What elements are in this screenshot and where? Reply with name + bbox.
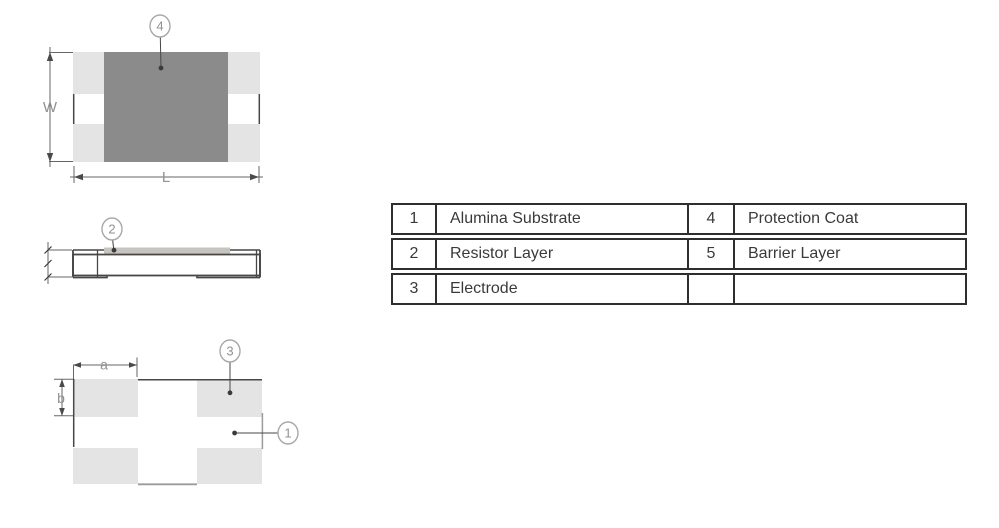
arrowhead-left-icon <box>73 362 81 368</box>
arrowhead-up-icon <box>46 52 54 61</box>
right-bottom-wrap <box>196 275 260 279</box>
legend-label-cell: Barrier Layer <box>748 245 841 262</box>
dimension-w: W <box>43 47 73 167</box>
callout-1-badge <box>277 421 299 445</box>
callout-4-number: 4 <box>156 19 163 34</box>
callout-resistor-layer: 2 <box>101 217 123 253</box>
legend-label-cell <box>735 275 965 303</box>
electrode-pad-bottom-left <box>73 448 138 484</box>
protection-coat-area <box>104 52 228 162</box>
dimension-thickness <box>44 242 72 284</box>
dim-label-b: b <box>57 390 65 406</box>
dimension-l: L <box>70 166 263 186</box>
callout-alumina-substrate: 1 <box>232 421 299 445</box>
electrode-pad-top-left <box>73 379 138 417</box>
bottom-view: a b 3 1 <box>54 339 299 486</box>
callout-4-badge <box>149 14 171 38</box>
callout-1-dot <box>232 430 238 436</box>
legend-label-cell: Resistor Layer <box>437 240 689 268</box>
top-view-pad-bottom-right <box>228 124 260 162</box>
arrowhead-down-icon <box>59 408 65 416</box>
callout-1-number: 1 <box>284 426 291 441</box>
legend-label-cell: Electrode <box>437 275 689 303</box>
electrode-pad-bottom-right <box>197 448 262 484</box>
dimension-b: b <box>54 378 73 417</box>
legend-num-cell: 5 <box>689 240 735 268</box>
legend-row: 1 Alumina Substrate 4 Protection Coat <box>391 203 967 235</box>
callout-2-number: 2 <box>108 222 115 237</box>
legend-row: 3 Electrode <box>391 273 967 305</box>
top-view-pad-bottom-left <box>73 124 105 162</box>
dimension-a: a <box>73 357 138 379</box>
left-bottom-wrap <box>73 275 108 279</box>
legend-label-cell: Alumina Substrate <box>437 205 689 233</box>
dim-tick-icon <box>44 259 52 268</box>
arrowhead-down-icon <box>46 153 54 162</box>
top-view-pad-top-right <box>228 52 260 94</box>
construction-views: W L 4 <box>43 14 299 486</box>
legend-num-cell: 4 <box>689 205 735 233</box>
callout-4-dot <box>158 65 164 71</box>
callout-protection-coat: 4 <box>149 14 171 71</box>
arrowhead-right-icon <box>250 173 259 181</box>
side-view: 2 <box>44 217 261 284</box>
callout-2-badge <box>101 217 123 241</box>
top-view-pad-top-left <box>73 52 105 94</box>
legend-num-cell: 1 <box>393 205 437 233</box>
dim-tick-icon <box>44 246 52 254</box>
callout-3-badge <box>219 339 241 363</box>
arrowhead-up-icon <box>59 379 65 387</box>
top-view: W L 4 <box>43 14 263 186</box>
side-view-body <box>72 253 261 277</box>
dim-label-l: L <box>162 169 170 186</box>
callout-3-dot <box>227 390 233 396</box>
legend-label-cell: Protection Coat <box>748 210 859 227</box>
resistor-layer-strip <box>104 247 230 254</box>
arrowhead-right-icon <box>129 362 137 368</box>
callout-electrode: 3 <box>219 339 241 396</box>
legend-num-cell: 2 <box>393 240 437 268</box>
legend-num-cell: 3 <box>393 275 437 303</box>
legend-table: 1 Alumina Substrate 4 Protection Coat 2 … <box>391 203 967 308</box>
dim-tick-icon <box>44 273 52 281</box>
arrowhead-left-icon <box>74 173 83 181</box>
dim-label-w: W <box>43 99 58 116</box>
callout-3-number: 3 <box>226 344 233 359</box>
dim-label-a: a <box>100 357 108 373</box>
legend-row: 2 Resistor Layer 5 Barrier Layer <box>391 238 967 270</box>
legend-num-cell <box>689 275 735 303</box>
callout-4-leader <box>159 36 162 68</box>
callout-2-dot <box>111 247 117 253</box>
